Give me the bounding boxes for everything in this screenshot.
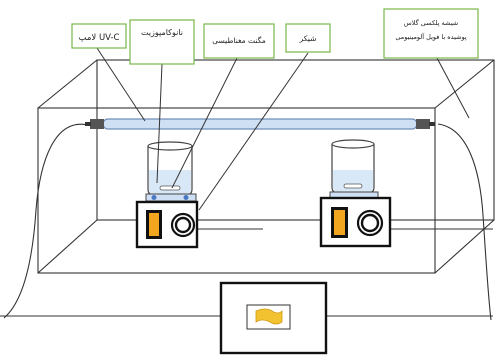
label-uv-lamp-box — [71, 23, 127, 49]
beaker-left-liquid — [149, 170, 191, 194]
main-switch-box-frame — [219, 281, 328, 355]
main-switch-wave-icon — [255, 308, 283, 325]
indicator-dot-icon — [183, 195, 189, 200]
beaker-left-rim — [147, 141, 193, 151]
beaker-right — [331, 139, 375, 194]
leader-nanocomposite — [156, 63, 163, 184]
label-glass-box-text-line2: پوشیده با فویل آلومینیومی — [395, 32, 467, 41]
label-stirrer-text: شیکر — [299, 34, 317, 43]
leader-lines — [96, 47, 470, 211]
label-glass-box-text-line1: شیشه پلکسی گلاس — [404, 19, 459, 27]
power-switch-rocker — [334, 210, 345, 235]
beaker-left — [147, 141, 193, 196]
label-glass-box-box — [383, 8, 479, 59]
beaker-right-liquid — [333, 170, 373, 192]
enclosure-edge — [434, 59, 495, 109]
leader-uv-lamp — [96, 47, 146, 122]
label-nanocomposite-text: نانوکامپوزیت — [141, 28, 183, 37]
label-magnetic-stirrer-box — [203, 23, 275, 59]
uv-lamp-cap-right — [416, 119, 430, 129]
enclosure-edge — [37, 59, 98, 109]
power-switch-rocker — [149, 213, 159, 236]
label-nanocomposite-box — [129, 19, 195, 65]
label-uv-lamp-text: لامپ UV-C — [79, 33, 120, 43]
speed-knob-inner — [174, 216, 192, 234]
enclosure-box — [37, 59, 495, 274]
stirrer-control-left — [135, 200, 199, 249]
label-glass-box: شیشه پلکسی گلاس پوشیده با فویل آلومینیوم… — [383, 8, 479, 59]
uv-lamp-pin-left — [85, 122, 91, 126]
enclosure-back-face — [96, 59, 495, 221]
uv-lamp-cap-left — [90, 119, 104, 129]
leader-magnetic-stirrer — [171, 57, 238, 189]
speed-knob-inner — [360, 213, 380, 233]
uv-lamp — [85, 118, 435, 130]
lamp-cord-left — [3, 123, 89, 319]
stir-bar-icon — [343, 183, 363, 189]
enclosure-edge — [37, 219, 98, 274]
label-uv-lamp: لامپ UV-C — [71, 23, 127, 49]
indicator-dot-icon — [151, 195, 157, 200]
label-stirrer-box — [285, 23, 331, 53]
lamp-cord-right — [437, 123, 492, 321]
leader-glass-box — [436, 57, 470, 119]
stirrer-control-right — [319, 196, 392, 248]
uv-lamp-pin-right — [429, 122, 435, 126]
leader-stirrer — [198, 52, 309, 211]
label-magnetic-stirrer-text: مگنت مغناطیسی — [212, 36, 266, 45]
stirrer-plate-left — [145, 193, 197, 202]
label-stirrer: شیکر — [285, 23, 331, 53]
label-nanocomposite: نانوکامپوزیت — [129, 19, 195, 65]
stir-bar-icon — [159, 185, 181, 191]
label-magnetic-stirrer: مگنت مغناطیسی — [203, 23, 275, 59]
uv-lamp-tube — [102, 118, 418, 130]
main-switch-box — [219, 281, 328, 355]
beaker-right-rim — [331, 139, 375, 149]
